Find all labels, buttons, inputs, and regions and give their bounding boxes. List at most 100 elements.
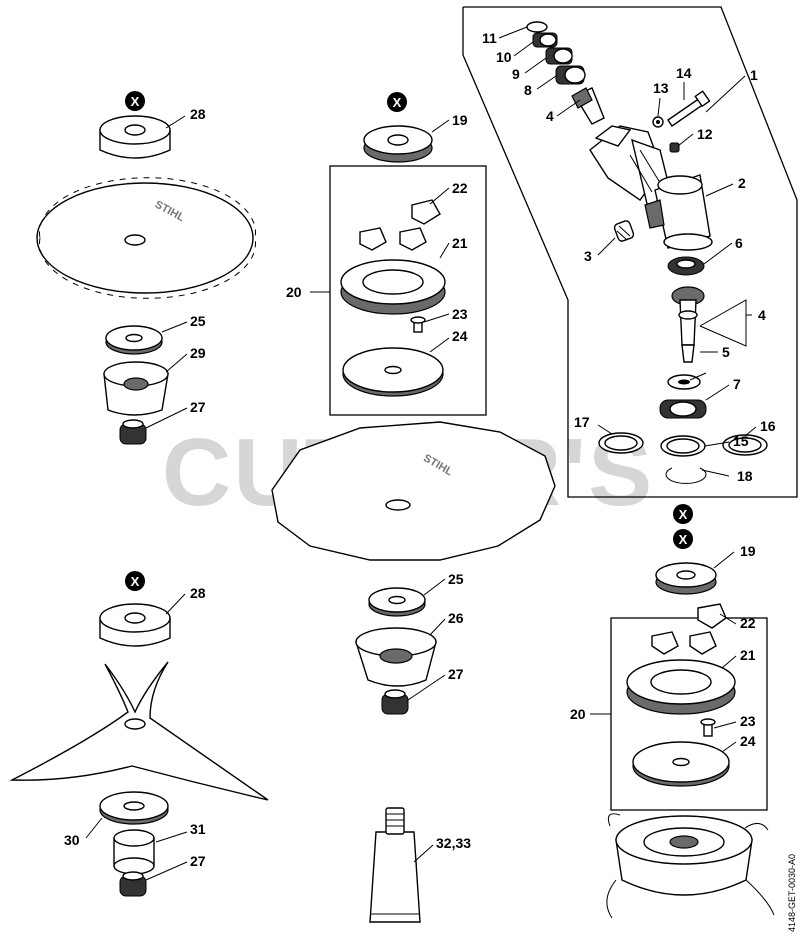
nut-27-middle (381, 689, 409, 715)
ring-21-bottom (626, 659, 736, 715)
ring-11 (526, 21, 548, 33)
nut-27-bottom (119, 871, 147, 897)
label-22-bottom: 22 (740, 615, 756, 631)
leader-lines (85, 26, 757, 881)
bearing-6 (667, 256, 705, 276)
label-5: 5 (722, 344, 730, 360)
svg-text:X: X (131, 574, 140, 589)
screw-23-bottom (700, 718, 716, 737)
thrust-plate-28-top (99, 115, 171, 159)
grass-cutting-blade-3-tooth (9, 661, 269, 801)
label-3: 3 (584, 248, 592, 264)
label-2: 2 (738, 175, 746, 191)
ring-17 (598, 432, 644, 454)
x-marker-left-top: X (125, 91, 145, 111)
ring-15 (660, 435, 706, 457)
label-32-33: 32,33 (436, 835, 471, 851)
label-6: 6 (735, 235, 743, 251)
ring-16 (722, 434, 768, 456)
label-14: 14 (676, 65, 692, 81)
kit-frame-20-top (329, 165, 487, 416)
gear-housing-2 (644, 174, 713, 251)
label-23-bottom: 23 (740, 713, 756, 729)
sleeve-31 (113, 829, 155, 875)
circlip-18 (665, 467, 707, 484)
label-27-bottom: 27 (190, 853, 206, 869)
bearing-10 (532, 32, 558, 48)
label-21-top: 21 (452, 235, 468, 251)
drawing-code: 4148-GET-0030-A0 (787, 854, 797, 932)
plate-24-top (342, 347, 444, 397)
washer-13 (652, 116, 664, 128)
label-19-top: 19 (452, 112, 468, 128)
label-12: 12 (697, 126, 713, 142)
label-20-bottom: 20 (570, 706, 586, 722)
label-24-top: 24 (452, 328, 468, 344)
label-8: 8 (524, 82, 532, 98)
label-22-top: 22 (452, 180, 468, 196)
label-31: 31 (190, 821, 206, 837)
label-16: 16 (760, 418, 776, 434)
pinion-4 (571, 87, 605, 125)
label-29: 29 (190, 345, 206, 361)
svg-text:X: X (393, 95, 402, 110)
label-28-top: 28 (190, 106, 206, 122)
thrust-washer-30 (99, 791, 169, 825)
label-24-bottom: 24 (740, 733, 756, 749)
bearing-7 (659, 399, 707, 419)
x-marker-right-2: X (673, 529, 693, 549)
svg-text:X: X (679, 532, 688, 547)
label-9: 9 (512, 66, 520, 82)
part-labels: 11 10 9 8 4 13 14 1 12 2 3 6 4 5 7 15 16… (64, 30, 776, 869)
label-19-bottom: 19 (740, 543, 756, 559)
grass-blade-8-tooth: STIHL (271, 421, 556, 561)
label-21-bottom: 21 (740, 647, 756, 663)
svg-text:X: X (131, 94, 140, 109)
nut-27-top (119, 419, 147, 445)
label-25-middle: 25 (448, 571, 464, 587)
gearhead-frame (462, 6, 798, 498)
svg-text:X: X (679, 507, 688, 522)
label-11: 11 (482, 30, 497, 46)
bearing-9 (545, 47, 573, 65)
nut-12 (669, 142, 680, 153)
label-13: 13 (653, 80, 669, 96)
label-20-top: 20 (286, 284, 302, 300)
bolt-14 (667, 90, 711, 127)
trimmer-head (606, 813, 775, 919)
cup-29 (103, 361, 169, 416)
thrust-plate-19-bottom (655, 562, 717, 595)
lug-22-top (359, 199, 441, 251)
label-25-top: 25 (190, 313, 206, 329)
label-27-top: 27 (190, 399, 206, 415)
washer-5 (667, 374, 701, 390)
x-marker-middle-top: X (387, 92, 407, 112)
label-18: 18 (737, 468, 753, 484)
label-17: 17 (574, 414, 590, 430)
label-7: 7 (733, 376, 741, 392)
label-26: 26 (448, 610, 464, 626)
lug-22-bottom (651, 603, 727, 655)
plate-24-bottom (632, 741, 730, 787)
label-23-top: 23 (452, 306, 468, 322)
label-30: 30 (64, 832, 80, 848)
label-27-middle: 27 (448, 666, 464, 682)
thrust-plate-19-top (363, 125, 433, 163)
ring-21-top (340, 259, 446, 315)
spindle-4 (671, 286, 705, 363)
grease-tube-32-33 (369, 807, 421, 923)
x-marker-right-1: X (673, 504, 693, 524)
label-28-bottom: 28 (190, 585, 206, 601)
x-marker-left-bottom: X (125, 571, 145, 591)
bearing-8 (555, 65, 586, 85)
label-4-top: 4 (546, 108, 554, 124)
label-15: 15 (733, 433, 749, 449)
label-10: 10 (496, 49, 512, 65)
thrust-washer-25-middle (368, 587, 426, 617)
label-4-shaft: 4 (758, 307, 766, 323)
thrust-plate-28-bottom (99, 603, 171, 647)
circular-saw-blade: STIHL (36, 177, 256, 299)
plug-3 (613, 220, 635, 242)
screw-23-top (410, 316, 426, 333)
